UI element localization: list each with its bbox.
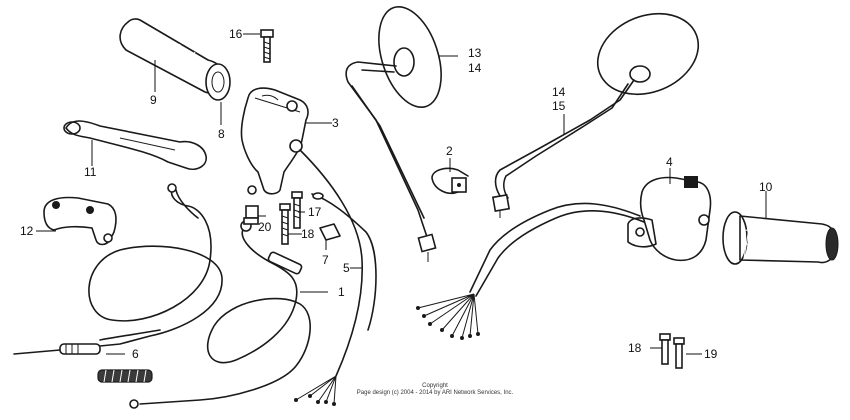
clutch-lever[interactable] <box>63 120 207 171</box>
screw-16[interactable] <box>260 29 274 63</box>
bolt-19[interactable] <box>673 337 685 369</box>
callout-1: 1 <box>338 285 345 299</box>
left-mirror[interactable] <box>345 0 453 262</box>
callout-10: 10 <box>759 180 773 194</box>
clutch-cable[interactable] <box>13 183 223 355</box>
clamp-band[interactable] <box>431 167 469 194</box>
callout-19: 19 <box>704 347 718 361</box>
callout-11: 11 <box>84 165 97 179</box>
callout-18: 18 <box>301 227 315 241</box>
right-switch-harness[interactable] <box>416 202 645 340</box>
bolt-18[interactable] <box>279 203 291 245</box>
callout-3: 3 <box>332 116 339 130</box>
callout-16: 16 <box>229 27 243 41</box>
callout-labels: 9 8 16 3 11 12 13 14 2 14 15 4 10 1 5 7 … <box>20 27 773 361</box>
callout-15: 15 <box>552 99 566 113</box>
callout-5: 5 <box>343 261 350 275</box>
right-mirror[interactable] <box>491 0 711 218</box>
right-switch-housing[interactable] <box>627 176 712 262</box>
bolt-18-right[interactable] <box>659 333 671 365</box>
callout-7: 7 <box>322 253 329 267</box>
throttle-collar[interactable] <box>205 63 231 101</box>
cable-boot[interactable] <box>97 369 153 383</box>
callout-2: 2 <box>446 144 453 158</box>
callout-17: 17 <box>308 205 322 219</box>
copyright-title: Copyright <box>422 383 448 389</box>
callout-8: 8 <box>218 127 225 141</box>
copyright-text: Page design (c) 2004 - 2014 by ARI Netwo… <box>356 390 514 396</box>
clip-7[interactable] <box>319 223 341 241</box>
nut-20[interactable] <box>243 185 259 225</box>
callout-13: 13 <box>468 46 482 60</box>
lever-bracket[interactable] <box>43 196 117 246</box>
bolt-17[interactable] <box>291 191 303 229</box>
leader-lines <box>36 33 767 355</box>
callout-6: 6 <box>132 347 139 361</box>
left-switch-housing[interactable] <box>240 87 309 195</box>
copyright-notice: Copyright Page design (c) 2004 - 2014 by… <box>330 383 540 397</box>
callout-14: 14 <box>552 85 566 99</box>
left-switch-harness[interactable] <box>294 149 377 406</box>
callout-13-14: 14 <box>468 61 482 75</box>
right-grip[interactable] <box>722 211 839 265</box>
callout-18-right: 18 <box>628 341 642 355</box>
callout-9: 9 <box>150 93 157 107</box>
callout-4: 4 <box>666 155 673 169</box>
callout-12: 12 <box>20 224 34 238</box>
callout-20: 20 <box>258 220 272 234</box>
